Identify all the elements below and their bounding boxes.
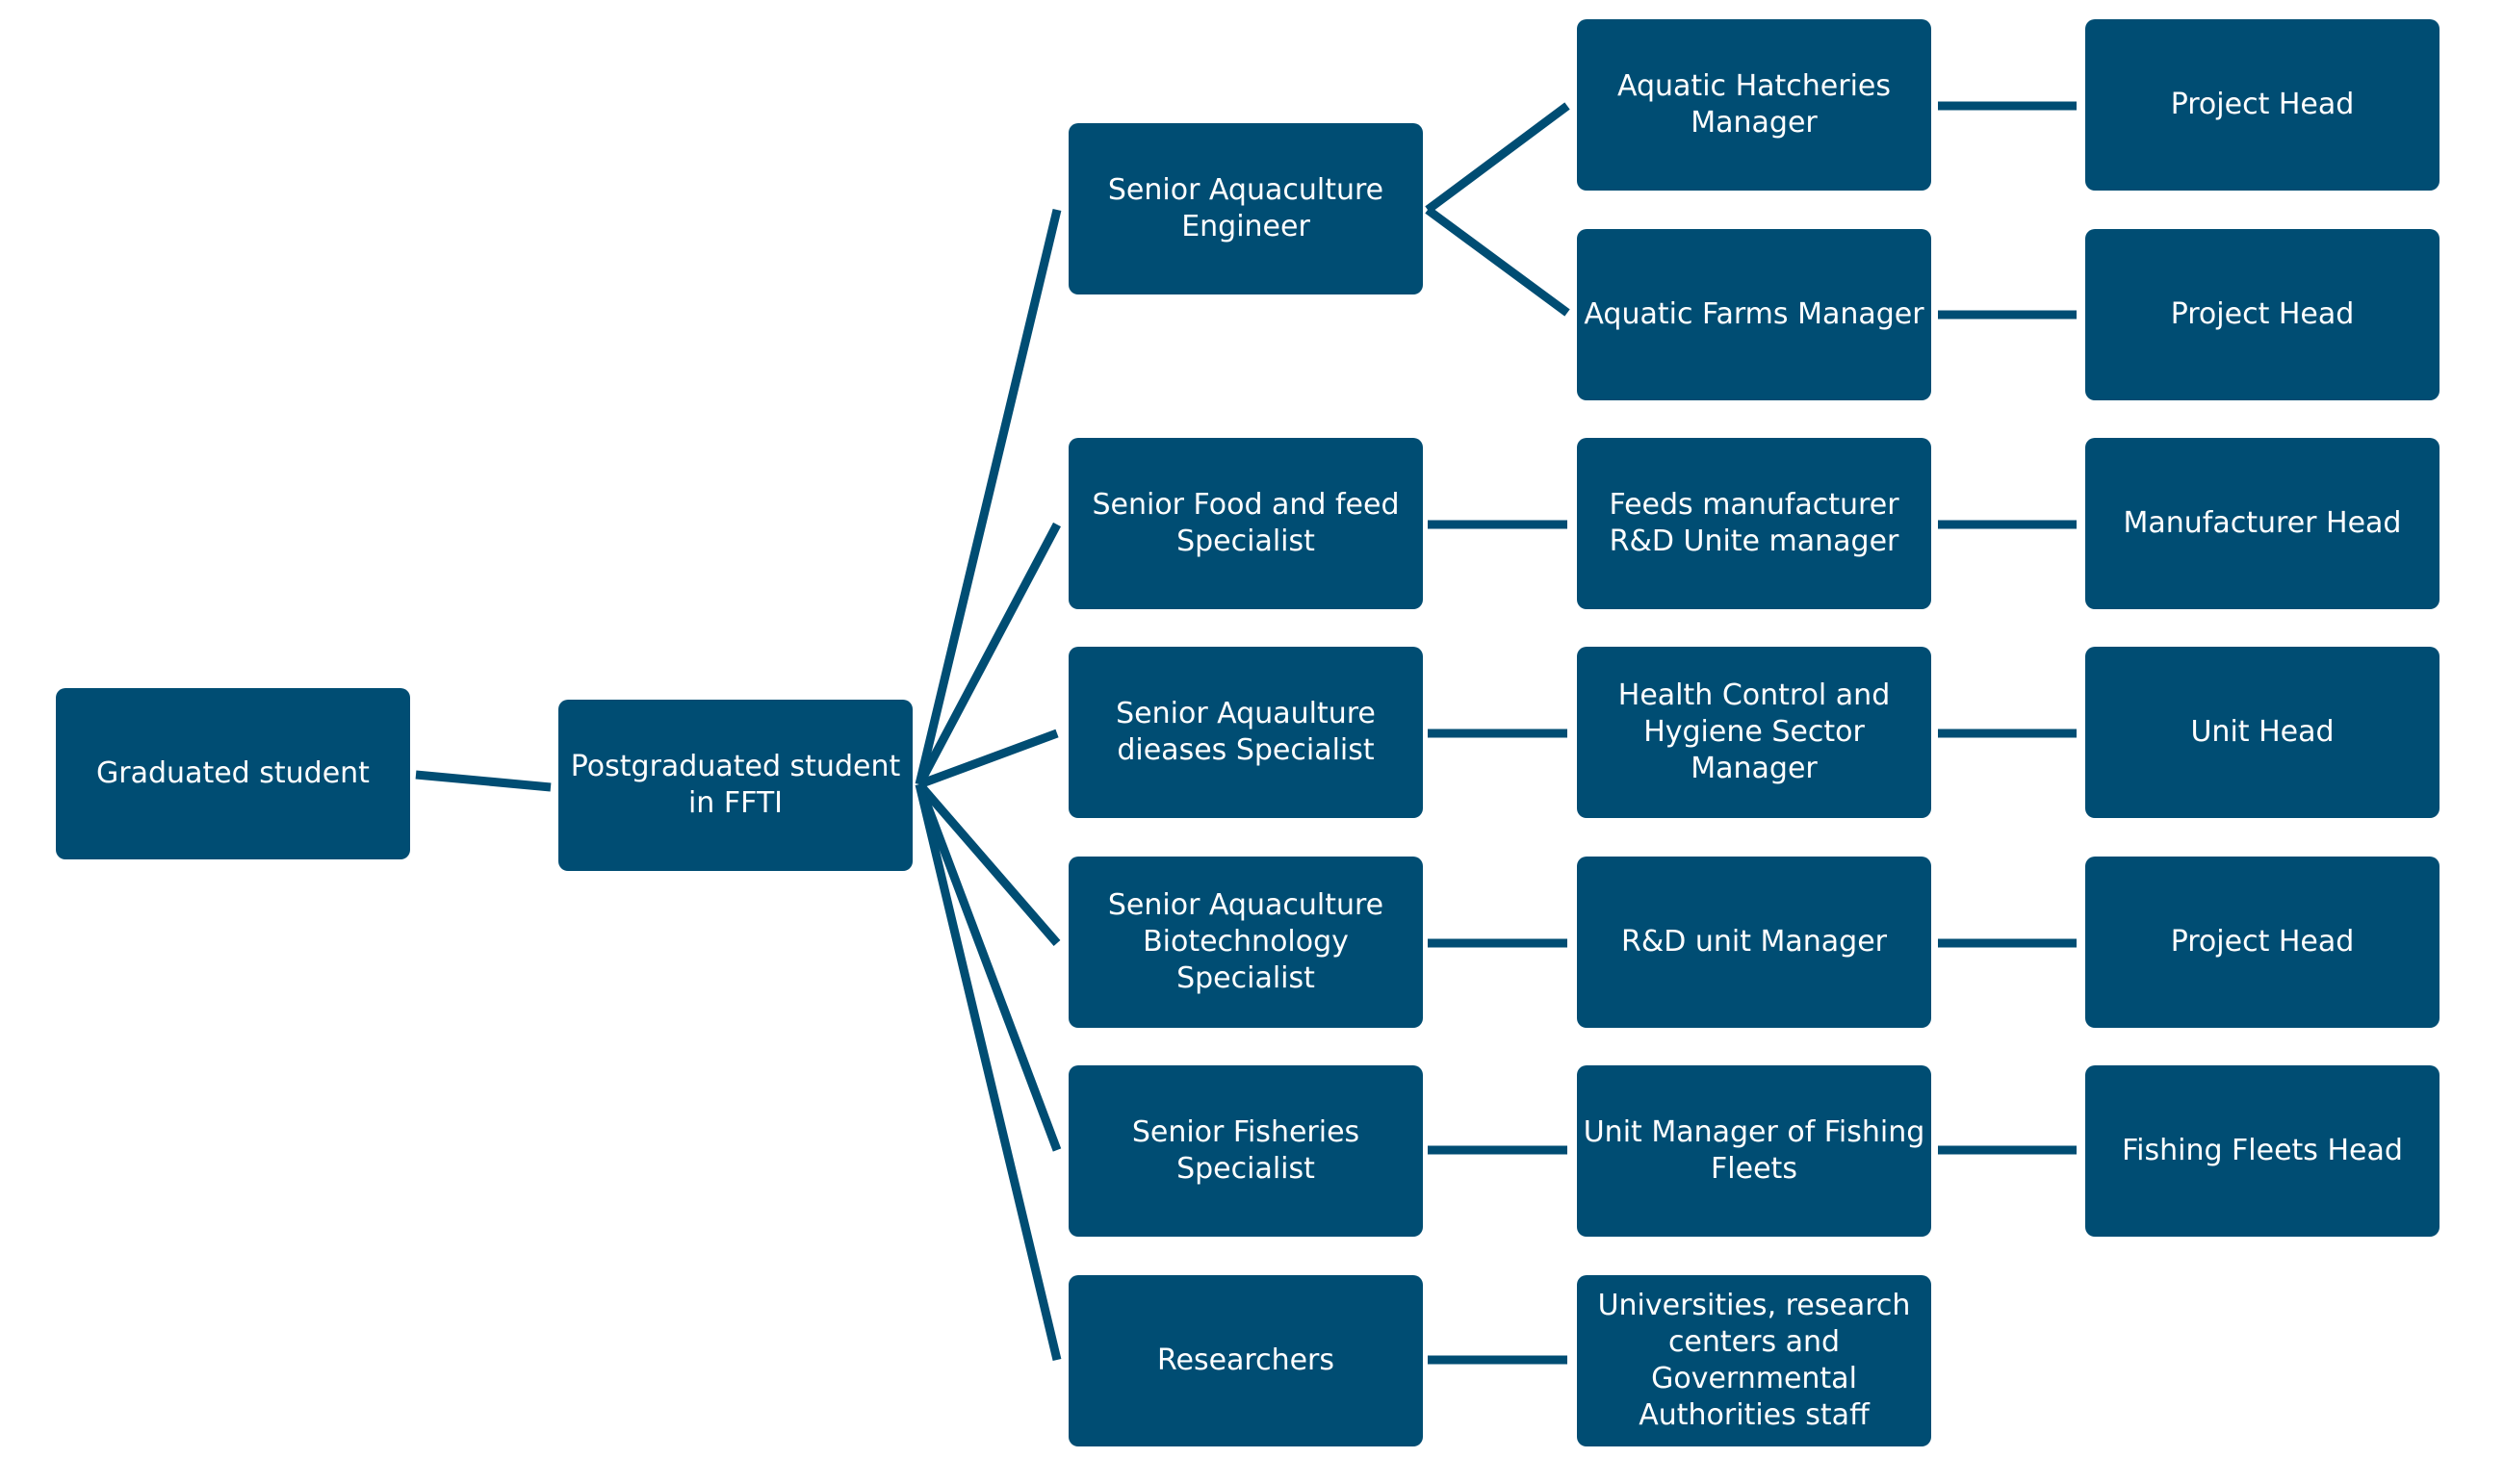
node-graduated-student: Graduated student	[56, 688, 410, 859]
node-senior-biotechnology-specialist: Senior Aquaculture Biotechnology Special…	[1069, 857, 1423, 1028]
node-label: Fishing Fleets Head	[2122, 1134, 2403, 1167]
connector-postgraduate-researchers	[915, 782, 1062, 1362]
node-label: Graduated student	[96, 756, 370, 790]
connector-postgraduate-sr-aquaculture-engineer	[915, 208, 1062, 786]
node-label: Feeds manufacturer R&D Unite manager	[1609, 488, 1899, 558]
node-label: Researchers	[1156, 1343, 1335, 1377]
connector-postgraduate-sr-diseases	[917, 729, 1059, 789]
node-universities-research-staff: Universities, research centers and Gover…	[1577, 1275, 1931, 1446]
node-label: Aquatic Hatcheries Manager	[1617, 69, 1891, 140]
node-label: Health Control and Hygiene Sector Manage…	[1617, 678, 1891, 785]
node-label: R&D unit Manager	[1620, 925, 1888, 959]
node-aquatic-farms-manager: Aquatic Farms Manager	[1577, 229, 1931, 400]
node-label: Senior Aquaulture dieases Specialist	[1116, 697, 1376, 767]
node-label: Senior Aquaculture Biotechnology Special…	[1107, 888, 1384, 995]
node-health-control-manager: Health Control and Hygiene Sector Manage…	[1577, 647, 1931, 818]
connector-graduated-postgraduate	[415, 770, 552, 792]
node-project-head-2: Project Head	[2085, 229, 2439, 400]
node-researchers: Researchers	[1069, 1275, 1423, 1446]
node-label: Project Head	[2170, 925, 2355, 959]
node-manufacturer-head: Manufacturer Head	[2085, 438, 2439, 609]
connector-postgraduate-sr-fisheries	[915, 782, 1062, 1152]
node-project-head-1: Project Head	[2085, 19, 2439, 191]
node-feeds-rd-manager: Feeds manufacturer R&D Unite manager	[1577, 438, 1931, 609]
node-postgraduated-student: Postgraduated student in FFTI	[558, 700, 913, 871]
node-aquatic-hatcheries-manager: Aquatic Hatcheries Manager	[1577, 19, 1931, 191]
node-rd-unit-manager: R&D unit Manager	[1577, 857, 1931, 1028]
node-label: Aquatic Farms Manager	[1584, 297, 1924, 331]
connector-sr-engineer-farms	[1425, 206, 1570, 317]
node-label: Project Head	[2170, 297, 2355, 331]
node-fishing-fleets-unit-manager: Unit Manager of Fishing Fleets	[1577, 1065, 1931, 1237]
node-label: Senior Fisheries Specialist	[1131, 1115, 1360, 1186]
node-label: Senior Food and feed Specialist	[1092, 488, 1400, 558]
connector-postgraduate-sr-biotech	[916, 781, 1061, 946]
node-label: Manufacturer Head	[2123, 506, 2402, 540]
node-senior-diseases-specialist: Senior Aquaulture dieases Specialist	[1069, 647, 1423, 818]
node-label: Unit Head	[2190, 715, 2335, 749]
node-label: Senior Aquaculture Engineer	[1107, 173, 1384, 243]
node-label: Project Head	[2170, 88, 2355, 121]
node-fishing-fleets-head: Fishing Fleets Head	[2085, 1065, 2439, 1237]
node-unit-head: Unit Head	[2085, 647, 2439, 818]
connector-sr-engineer-hatcheries	[1425, 102, 1570, 214]
connector-postgraduate-sr-food-feed	[916, 522, 1061, 787]
node-project-head-3: Project Head	[2085, 857, 2439, 1028]
node-senior-food-feed-specialist: Senior Food and feed Specialist	[1069, 438, 1423, 609]
node-senior-aquaculture-engineer: Senior Aquaculture Engineer	[1069, 123, 1423, 294]
node-label: Universities, research centers and Gover…	[1597, 1289, 1911, 1432]
node-label: Unit Manager of Fishing Fleets	[1583, 1115, 1925, 1186]
node-label: Postgraduated student in FFTI	[570, 750, 901, 820]
node-senior-fisheries-specialist: Senior Fisheries Specialist	[1069, 1065, 1423, 1237]
